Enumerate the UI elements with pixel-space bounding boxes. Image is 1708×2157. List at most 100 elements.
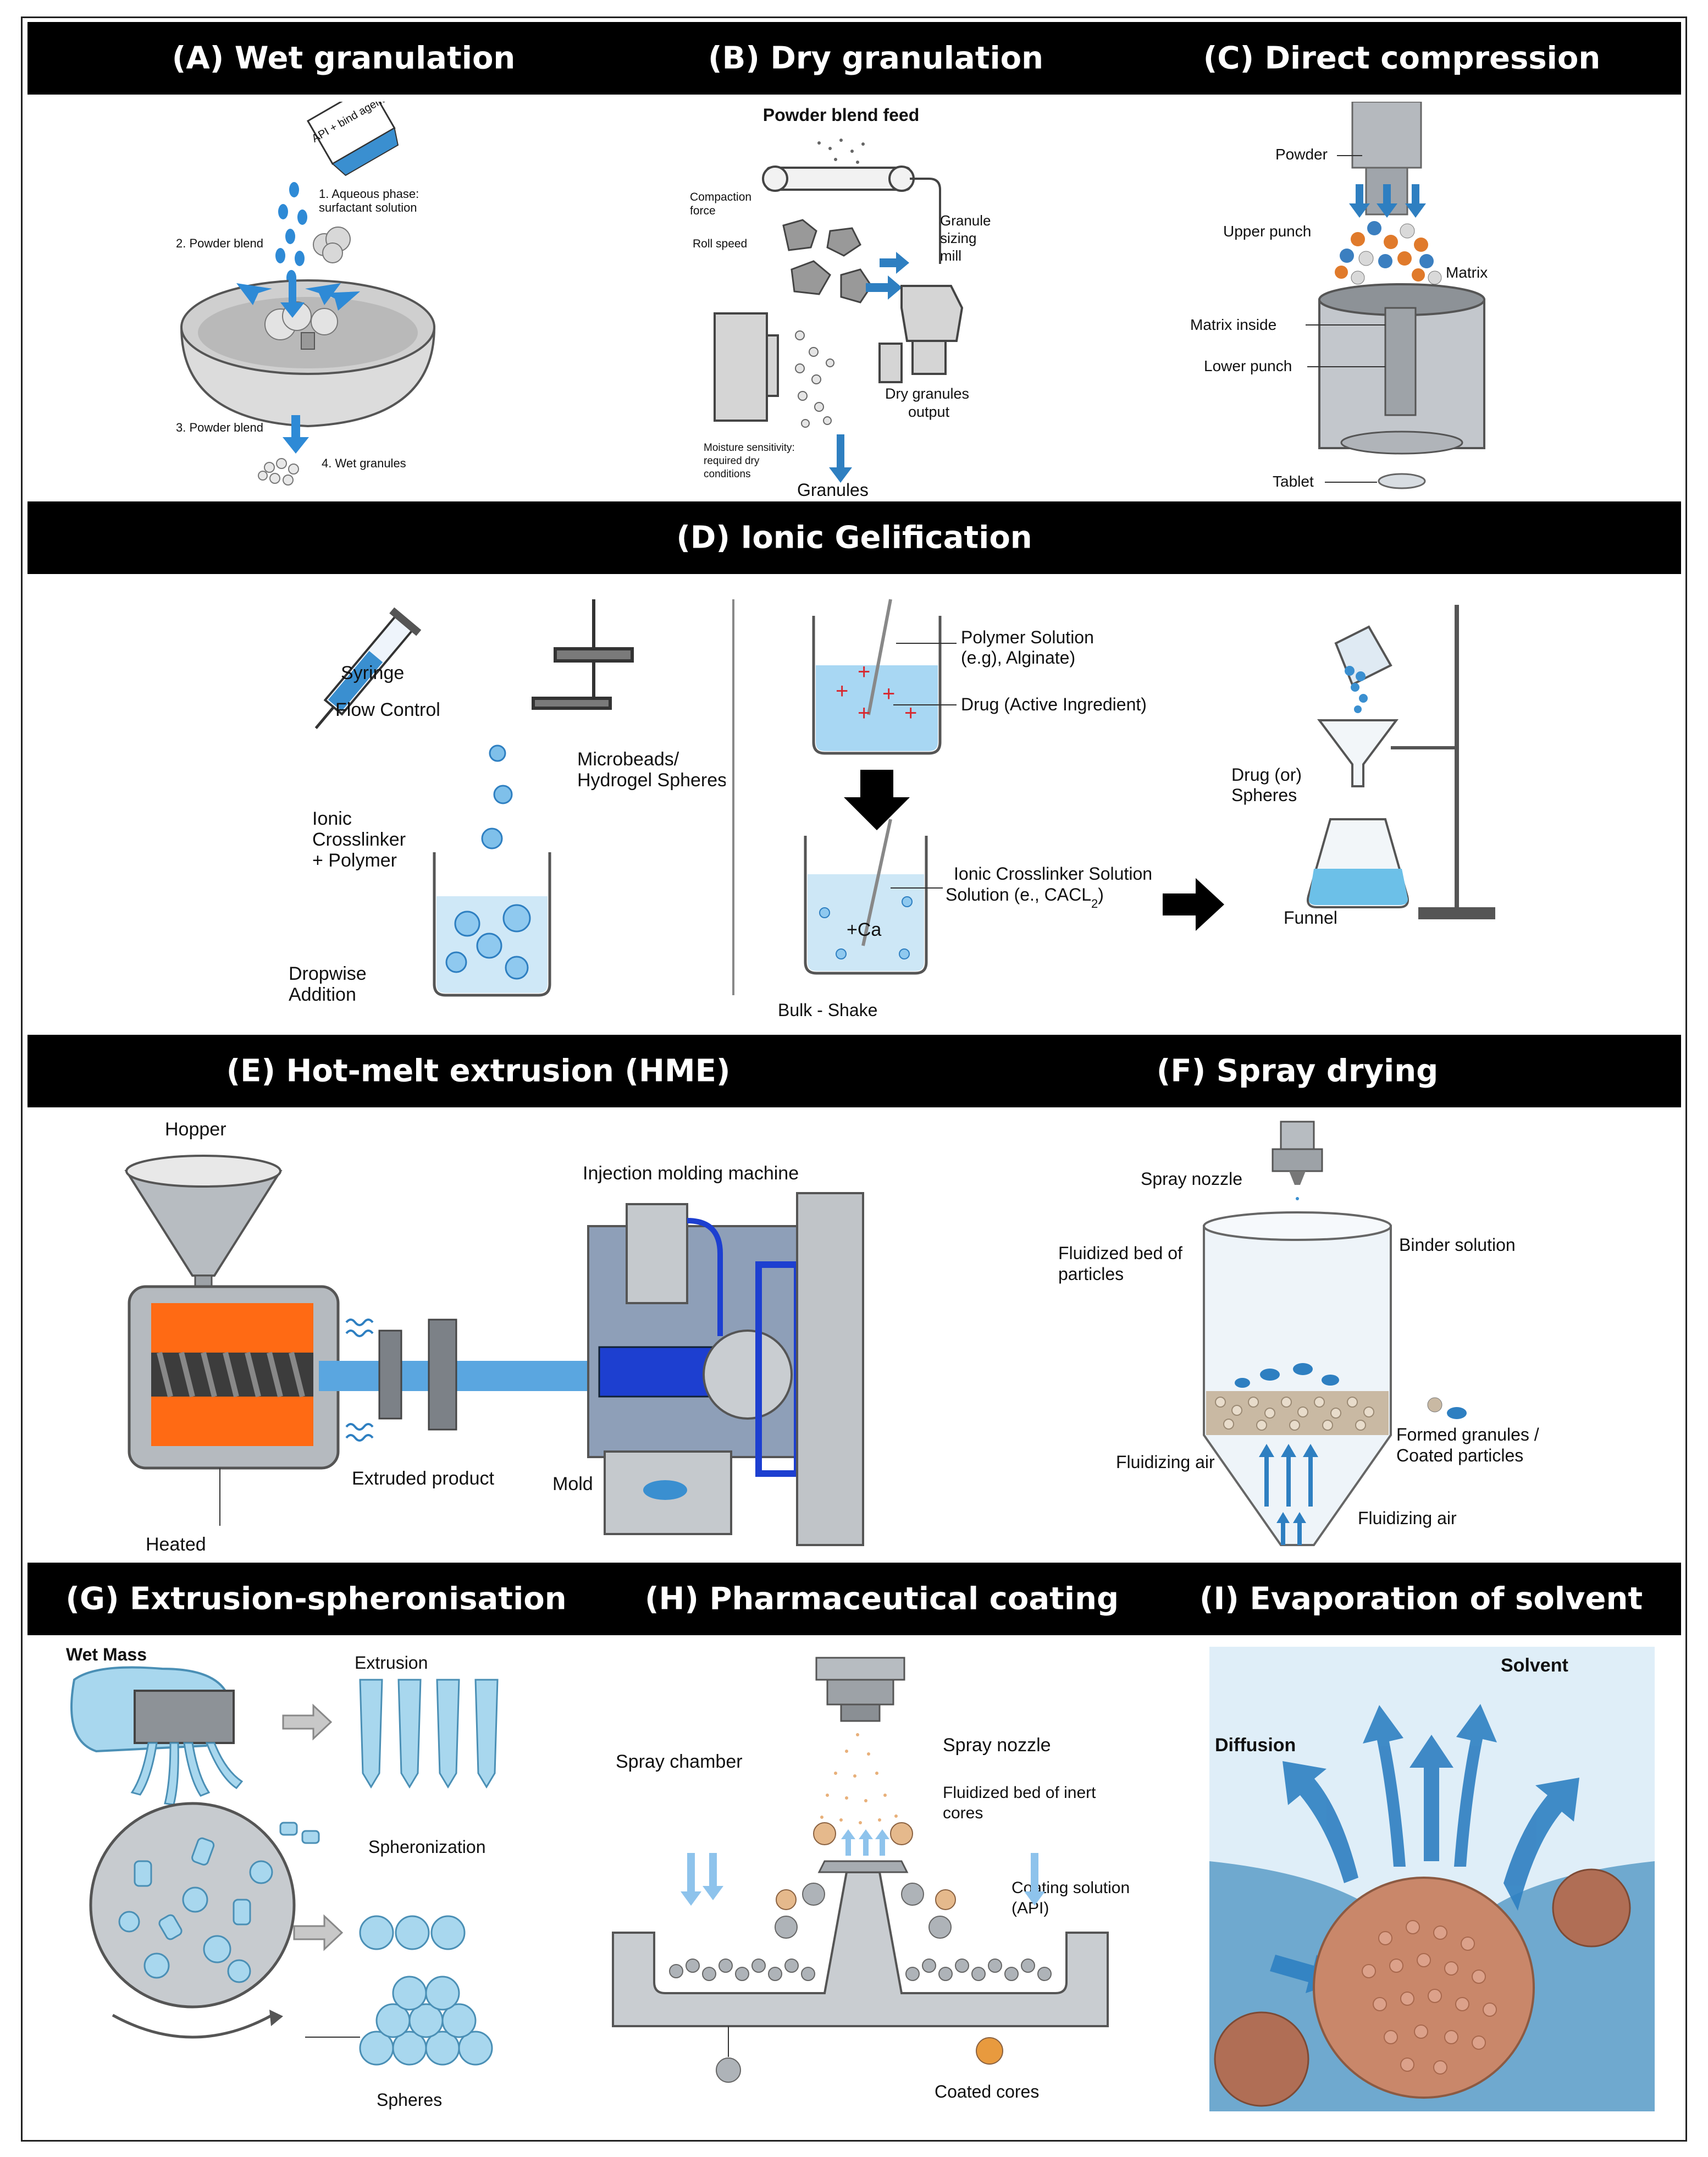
ionic-ics-line2-text: Solution (e., CACL	[946, 885, 1091, 904]
mixing-bowl-icon	[180, 279, 436, 428]
blue-arrows-icon	[829, 252, 909, 483]
svg-text:+: +	[858, 701, 870, 725]
ionic-ics-line2: Solution (e., CACL2)	[946, 885, 1104, 911]
ionic-crosslinker-line3: + Polymer	[312, 850, 397, 871]
ionic-polymer-line2: (e.g), Alginate)	[961, 648, 1075, 667]
airflow-arrows-icon	[681, 1829, 1045, 1906]
spray-formed-line2: Coated particles	[1396, 1446, 1523, 1465]
coating-cores-label: Coated cores	[935, 2082, 1039, 2101]
dry-output-line1: Dry granules	[885, 385, 969, 402]
spray-air-label-1: Fluidizing air	[1116, 1452, 1215, 1472]
panel-wet-granulation: API + bind agent 1. Aqueous phase: surfa…	[159, 102, 467, 498]
polymer-beaker-icon: ++ ++ +	[812, 599, 942, 755]
header-dry-granulation: (B) Dry granulation	[708, 40, 1043, 76]
direct-lower-punch-label: Lower punch	[1204, 357, 1292, 374]
crosslinker-beaker-icon	[804, 819, 928, 975]
arrow-to-extrusion-icon	[282, 1703, 333, 1741]
spheres-pile-icon	[359, 1976, 493, 2066]
coating-chamber-label: Spray chamber	[616, 1751, 743, 1772]
header-spray-drying: (F) Spray drying	[1156, 1053, 1439, 1089]
direct-powder-label: Powder	[1275, 146, 1328, 163]
ionic-microbeads-line1: Microbeads/	[577, 749, 679, 770]
evap-diffusion-label: Diffusion	[1215, 1735, 1296, 1756]
spheronizer-drum-icon	[89, 1802, 296, 2039]
upper-punch-icon	[1351, 102, 1422, 216]
header-row-2: (D) Ionic Gelification	[27, 501, 1681, 574]
wet-mass-extruder-icon	[70, 1666, 244, 1806]
core-samples-icon	[716, 2037, 1003, 2083]
pellet-pieces-icon	[279, 1822, 320, 1844]
hopper-icon	[124, 1155, 283, 1310]
header-row-1: (A) Wet granulation (B) Dry granulation …	[27, 22, 1681, 95]
funnel-filtration-icon	[1307, 605, 1495, 919]
tablet-icon	[1378, 473, 1426, 489]
es-extrusion-label: Extrusion	[355, 1653, 428, 1673]
ionic-ics-line1: Ionic Crosslinker Solution	[954, 864, 1152, 884]
wet-step3: 3. Powder blend	[176, 421, 263, 434]
header-hot-melt-extrusion: (E) Hot-melt extrusion (HME)	[226, 1053, 731, 1089]
evap-solvent-label: Solvent	[1501, 1655, 1568, 1676]
press-block-icon	[714, 312, 779, 422]
direct-tablet-label: Tablet	[1273, 473, 1314, 490]
ionic-divider	[732, 599, 734, 995]
header-extrusion-spheronisation: (G) Extrusion-spheronisation	[65, 1581, 567, 1617]
compacted-flakes-icon	[782, 219, 872, 304]
panel-pharmaceutical-coating: Spray chamber Spray nozzle Fluidized bed…	[605, 1641, 1154, 2125]
roller-compactor-icon	[762, 166, 941, 264]
ionic-crosslinker-line2: Crosslinker	[312, 829, 406, 850]
ionic-dropwise-line1: Dropwise	[289, 963, 367, 984]
spray-bed-line2: particles	[1058, 1264, 1124, 1284]
coating-bed-line1: Fluidized bed of inert	[943, 1784, 1096, 1802]
droplets-icon	[275, 182, 307, 285]
ionic-syringe-label: Syringe	[341, 663, 404, 683]
spray-formed-line1: Formed granules /	[1396, 1425, 1539, 1444]
granule-mill-icon	[878, 285, 964, 383]
matrix-particles-icon	[1335, 221, 1442, 285]
die-cylinder-icon	[1318, 283, 1485, 455]
evaporation-arrows-icon	[1270, 1704, 1579, 1993]
dry-roll-speed: Roll speed	[693, 238, 747, 250]
panel-ionic-dropwise: Syringe Flow Control Microbeads/ Hydroge…	[258, 588, 726, 1028]
wet-step1-line2: surfactant solution	[319, 201, 417, 214]
spray-nozzle-icon	[1272, 1121, 1323, 1185]
svg-text:+: +	[858, 660, 870, 684]
hme-injection-label: Injection molding machine	[583, 1163, 799, 1184]
svg-text:+: +	[882, 682, 895, 706]
right-arrow-icon	[1163, 878, 1224, 931]
beaker-icon	[433, 852, 551, 997]
coating-nozzle-label: Spray nozzle	[943, 1735, 1051, 1756]
direct-matrix-inside-label: Matrix inside	[1190, 316, 1276, 333]
dry-moisture-line2: required dry	[704, 455, 760, 467]
dry-compaction-line1: Compaction	[690, 191, 751, 203]
spray-nozzle-label: Spray nozzle	[1141, 1169, 1242, 1189]
spheres-row-icon	[359, 1915, 466, 1950]
dry-compaction-line2: force	[690, 205, 716, 217]
extrudate-strand-icon	[319, 1319, 627, 1431]
panel-spray-drying: Spray nozzle Binder solution Fluidized b…	[1039, 1111, 1589, 1562]
wet-step1-line1: 1. Aqueous phase:	[319, 187, 419, 201]
dry-mill-line3: mill	[940, 247, 961, 264]
ionic-ics-line2-end: )	[1098, 885, 1104, 904]
ionic-microbeads-line2: Hydrogel Spheres	[577, 770, 726, 791]
ionic-drug-label: Drug (Active Ingredient)	[961, 694, 1147, 714]
header-ionic-gelification: (D) Ionic Gelification	[676, 520, 1032, 556]
dry-granules-label: Granules	[797, 480, 869, 500]
coating-nozzle-icon	[815, 1657, 905, 1722]
falling-granules-icon	[795, 330, 834, 428]
coating-spray-icon	[820, 1733, 898, 1824]
dry-output-line2: output	[908, 404, 950, 420]
ionic-ca-label: +Ca	[847, 919, 881, 940]
figure-frame	[21, 16, 1687, 2142]
svg-text:+: +	[904, 701, 917, 725]
panel-direct-compression: Powder Upper punch Matrix Matrix inside …	[1176, 102, 1572, 498]
panel-ionic-bulk: ++ ++ + Polymer Solution (e.g), Alginate…	[759, 588, 1572, 1028]
coating-solution-line2: (API)	[1011, 1899, 1049, 1917]
es-spheres-label: Spheres	[377, 2090, 442, 2110]
ionic-polymer-line1: Polymer Solution	[961, 627, 1094, 647]
extruder-barrel-icon	[128, 1285, 340, 1470]
heat-waves-icon	[345, 1319, 374, 1442]
ionic-flow-label: Flow Control	[335, 699, 440, 720]
direct-matrix-label: Matrix	[1446, 264, 1488, 281]
panel-dry-granulation: Powder blend feed Compaction force Roll …	[682, 99, 1022, 500]
microsphere-icon	[1214, 1868, 1631, 2107]
